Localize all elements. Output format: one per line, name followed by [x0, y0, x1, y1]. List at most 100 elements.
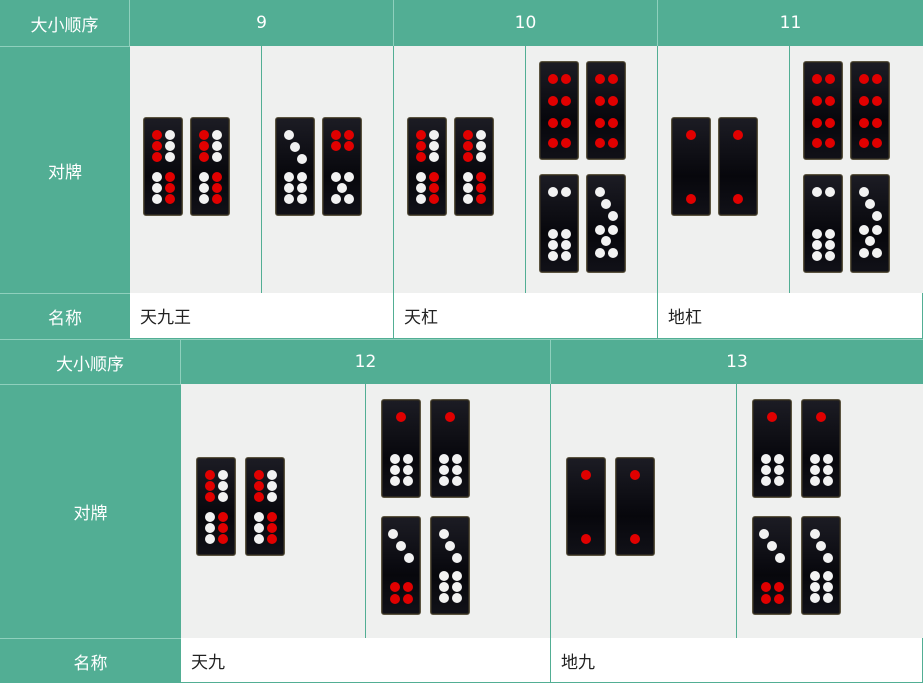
white-pip: [212, 152, 222, 162]
red-pip: [463, 130, 473, 140]
red-pip: [396, 412, 406, 422]
white-pip: [199, 183, 209, 193]
white-pip: [774, 454, 784, 464]
tiles-row-label: 对牌: [0, 384, 181, 638]
red-pip: [165, 183, 175, 193]
white-pip: [608, 225, 618, 235]
red-pip: [205, 492, 215, 502]
combo-name: 天杠: [394, 293, 658, 339]
red-pip: [403, 582, 413, 592]
red-pip: [548, 96, 558, 106]
red-pip: [686, 130, 696, 140]
red-pip: [254, 492, 264, 502]
combo-name: 地杠: [658, 293, 923, 339]
red-pip: [331, 141, 341, 151]
white-pip: [774, 465, 784, 475]
white-pip: [396, 541, 406, 551]
white-pip: [825, 251, 835, 261]
white-pip: [344, 194, 354, 204]
white-pip: [452, 582, 462, 592]
white-pip: [859, 248, 869, 258]
red-pip: [331, 130, 341, 140]
combo-name: 天九: [181, 638, 551, 683]
white-pip: [601, 236, 611, 246]
domino-tile: [407, 117, 447, 216]
white-pip: [561, 187, 571, 197]
white-pip: [212, 130, 222, 140]
white-pip: [390, 465, 400, 475]
domino-tile: [615, 457, 655, 556]
red-pip: [561, 74, 571, 84]
white-pip: [218, 470, 228, 480]
rank-header-10: 10: [394, 0, 658, 46]
red-pip: [218, 523, 228, 533]
white-pip: [390, 454, 400, 464]
domino-tile: [566, 457, 606, 556]
red-pip: [165, 172, 175, 182]
white-pip: [337, 183, 347, 193]
white-pip: [297, 172, 307, 182]
red-pip: [390, 594, 400, 604]
white-pip: [205, 512, 215, 522]
white-pip: [476, 130, 486, 140]
white-pip: [404, 553, 414, 563]
red-pip: [416, 141, 426, 151]
domino-tile: [586, 61, 626, 160]
domino-tile: [671, 117, 711, 216]
white-pip: [608, 248, 618, 258]
white-pip: [218, 492, 228, 502]
white-pip: [548, 251, 558, 261]
red-pip: [595, 96, 605, 106]
red-pip: [630, 534, 640, 544]
red-pip: [548, 118, 558, 128]
name-row-label: 名称: [0, 638, 181, 683]
white-pip: [595, 225, 605, 235]
domino-tile: [381, 516, 421, 615]
red-pip: [199, 141, 209, 151]
white-pip: [267, 470, 277, 480]
white-pip: [452, 454, 462, 464]
white-pip: [463, 172, 473, 182]
white-pip: [872, 211, 882, 221]
white-pip: [439, 571, 449, 581]
red-pip: [254, 481, 264, 491]
domino-tile: [850, 174, 890, 273]
white-pip: [810, 582, 820, 592]
red-pip: [416, 152, 426, 162]
white-pip: [865, 236, 875, 246]
white-pip: [439, 454, 449, 464]
white-pip: [452, 571, 462, 581]
red-pip: [429, 172, 439, 182]
red-pip: [152, 141, 162, 151]
red-pip: [205, 481, 215, 491]
white-pip: [284, 172, 294, 182]
white-pip: [165, 152, 175, 162]
white-pip: [825, 229, 835, 239]
red-pip: [416, 130, 426, 140]
domino-tile: [322, 117, 362, 216]
tile-cell: [394, 46, 526, 293]
red-pip: [463, 141, 473, 151]
red-pip: [212, 172, 222, 182]
white-pip: [859, 187, 869, 197]
white-pip: [452, 553, 462, 563]
white-pip: [872, 225, 882, 235]
white-pip: [331, 172, 341, 182]
rank-header-label: 大小顺序: [0, 339, 181, 384]
white-pip: [429, 130, 439, 140]
red-pip: [774, 594, 784, 604]
red-pip: [608, 74, 618, 84]
red-pip: [595, 74, 605, 84]
white-pip: [810, 476, 820, 486]
white-pip: [284, 183, 294, 193]
white-pip: [823, 476, 833, 486]
white-pip: [439, 476, 449, 486]
red-pip: [733, 130, 743, 140]
white-pip: [429, 141, 439, 151]
red-pip: [267, 523, 277, 533]
white-pip: [439, 582, 449, 592]
domino-tile: [803, 174, 843, 273]
white-pip: [205, 534, 215, 544]
tile-cell: [366, 384, 551, 638]
red-pip: [872, 96, 882, 106]
